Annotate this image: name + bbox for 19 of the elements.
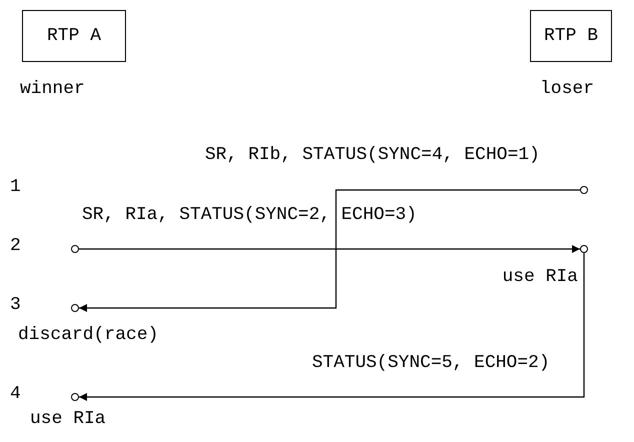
- entity-box: [22, 10, 126, 62]
- entity-name: RTP A: [46, 27, 101, 45]
- edge-label: SR, RIb, STATUS(SYNC=4, ECHO=1): [205, 146, 540, 164]
- entity-name: RTP B: [544, 27, 598, 45]
- role-label: use RIa: [502, 268, 578, 286]
- step-number: 1: [10, 178, 21, 196]
- step-number: 4: [10, 385, 21, 403]
- role-label: discard(race): [18, 326, 158, 344]
- role-label: use RIa: [30, 410, 106, 428]
- arrow: [79, 253, 585, 401]
- arrow: [79, 245, 580, 253]
- step-number: 3: [10, 296, 21, 314]
- role-label: winner: [20, 80, 85, 98]
- role-label: loser: [540, 80, 594, 98]
- entity-box: [530, 10, 612, 62]
- edge-label: SR, RIa, STATUS(SYNC=2, ECHO=3): [82, 206, 417, 224]
- edge-label: STATUS(SYNC=5, ECHO=2): [312, 354, 550, 372]
- step-number: 2: [10, 237, 21, 255]
- arrow: [79, 189, 580, 312]
